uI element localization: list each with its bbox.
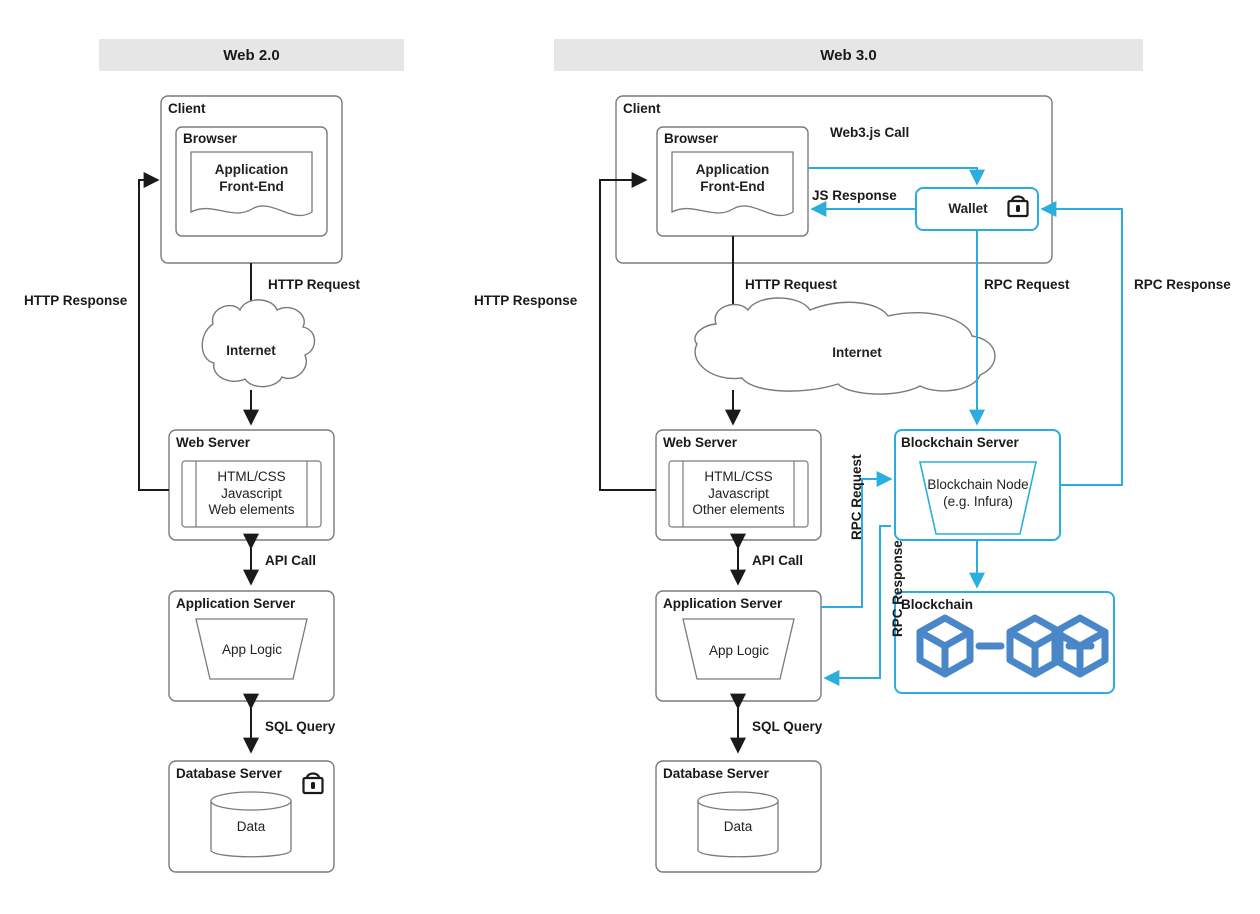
web3-client-title: Client (623, 101, 661, 116)
web2-web-server-title: Web Server (176, 435, 251, 450)
web2-browser-title: Browser (183, 131, 238, 146)
web2-application-frontend: Application Front-End (214, 162, 289, 194)
web3-blockchain-server-title: Blockchain Server (901, 435, 1019, 450)
web2-data-label: Data (236, 818, 266, 834)
panel-header-web2: Web 2.0 (99, 39, 404, 71)
web2-edge-http-response: HTTP Response (24, 293, 128, 308)
web3-edge-rpc-response-mid: RPC Response (890, 540, 905, 637)
web3-blockchain-title: Blockchain (901, 597, 974, 612)
web3-app-logic: App Logic (708, 642, 770, 658)
web3-edge-http-request: HTTP Request (745, 277, 838, 292)
web3-web-server-title: Web Server (663, 435, 738, 450)
web3-db-server-title: Database Server (663, 766, 769, 781)
web3-app-server-title: Application Server (663, 596, 783, 611)
web3-edge-sql-query: SQL Query (752, 719, 823, 734)
web3-edge-rpc-request-top: RPC Request (984, 277, 1070, 292)
web2-web-server-contents: HTML/CSS Javascript Web elements (208, 468, 295, 518)
web3-browser-title: Browser (664, 131, 719, 146)
web2-app-logic: App Logic (221, 641, 283, 657)
web2-client-title: Client (168, 101, 206, 116)
web3-web-server-contents: HTML/CSS Javascript Other elements (692, 468, 785, 518)
web3-internet-label: Internet (832, 344, 882, 360)
web3-application-frontend: Application Front-End (695, 162, 770, 194)
lock-icon (1007, 195, 1029, 218)
web2-internet-label: Internet (226, 342, 276, 358)
web3-edge-rpc-request-mid: RPC Request (849, 454, 864, 540)
web3-data-label: Data (723, 818, 753, 834)
web3-edge-api-call: API Call (752, 553, 804, 568)
web2-edge-http-request: HTTP Request (268, 277, 361, 292)
web2-edge-sql-query: SQL Query (265, 719, 336, 734)
web2-app-server-title: Application Server (176, 596, 296, 611)
web2-db-server-title: Database Server (176, 766, 282, 781)
panel-header-web3: Web 3.0 (554, 39, 1143, 71)
web2-edge-api-call: API Call (265, 553, 317, 568)
web3-edge-rpc-response-top: RPC Response (1134, 277, 1231, 292)
web3-edge-http-response: HTTP Response (474, 293, 578, 308)
web3-edge-js-response: JS Response (812, 188, 897, 203)
lock-icon (302, 772, 324, 795)
web3-wallet-label: Wallet (948, 200, 988, 216)
web3-edge-web3js-call: Web3.js Call (830, 125, 910, 140)
blockchain-cubes-icon (916, 614, 1109, 678)
web3-blockchain-node: Blockchain Node (e.g. Infura) (927, 477, 1029, 509)
